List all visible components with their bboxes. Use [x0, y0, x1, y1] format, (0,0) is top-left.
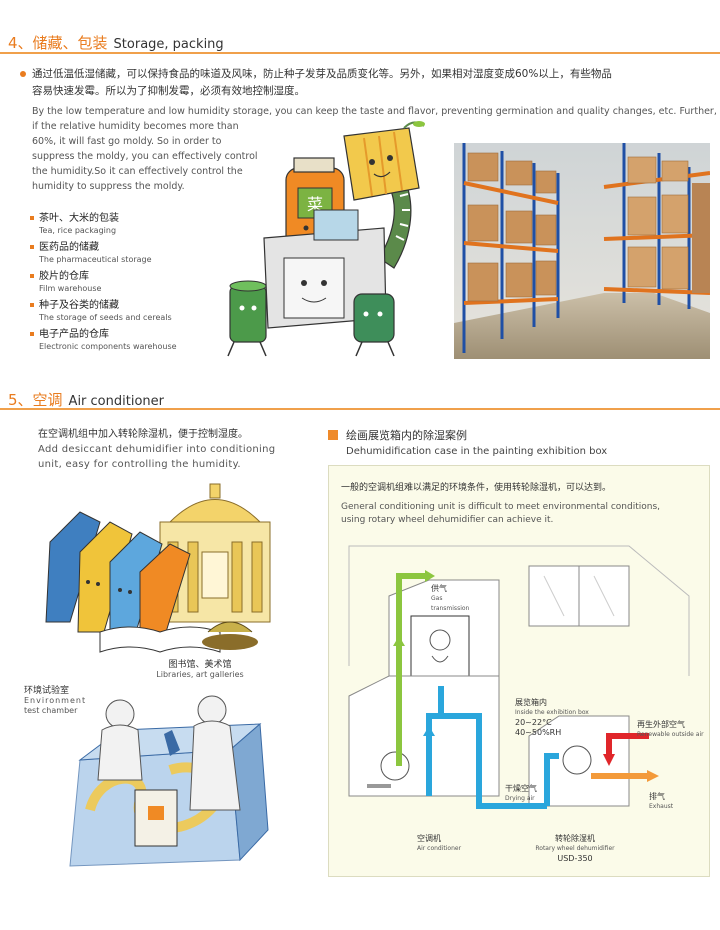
- dry-air-label-cn: 干燥空气: [505, 784, 537, 793]
- diagram-desc-en-2: using rotary wheel dehumidifier can achi…: [341, 515, 554, 525]
- ac-label-en: Air conditioner: [417, 845, 462, 852]
- intro-en-line-4: suppress the moldy, you can effectively …: [32, 151, 258, 162]
- section-4-title: 4、储藏、包装 Storage, packing: [8, 32, 224, 53]
- section-4-intro-en: By the low temperature and low humidity …: [32, 104, 717, 194]
- wheel-label-en: Rotary wheel dehumidifier: [535, 845, 615, 852]
- case-heading-en: Dehumidification case in the painting ex…: [346, 446, 608, 457]
- warehouse-photo-image: [454, 143, 710, 359]
- list-item: 电子产品的仓库 Electronic components warehouse: [30, 328, 177, 352]
- dry-air-label-en: Drying air: [505, 795, 535, 802]
- intro-en-line-2: if the relative humidity becomes more th…: [32, 121, 239, 132]
- library-caption-cn: 图书馆、美术馆: [168, 660, 232, 670]
- section-5-title: 5、空调 Air conditioner: [8, 389, 164, 410]
- supply-label-cn: 供气: [431, 584, 447, 593]
- list-item-cn: 茶叶、大米的包装: [39, 213, 119, 224]
- env-caption-cn: 环境试验室: [24, 686, 70, 696]
- window: [528, 565, 630, 627]
- intro-cn-line-1: 通过低温低湿储藏，可以保持食品的味道及风味，防止种子发芽及品质变化等。另外，如果…: [32, 68, 612, 80]
- intro-cn-line-2: 容易快速发霉。所以为了抑制发霉，必须有效地控制湿度。: [32, 85, 305, 97]
- jar-label: 菜: [307, 195, 323, 214]
- intro-en-line-3: 60%, it will fast go moldy. So in order …: [32, 136, 222, 147]
- regen-label: 再生外部空气 Renewable outside air: [637, 720, 709, 740]
- storage-illustration: 菜: [227, 121, 425, 357]
- library-illustration: [45, 483, 271, 653]
- left-en-1: Add desiccant dehumidifier into conditio…: [38, 444, 276, 455]
- left-cn: 在空调机组中加入转轮除湿机，便于控制湿度。: [38, 429, 248, 440]
- box-label-cn: 展览箱内: [515, 698, 547, 707]
- env-caption: 环境试验室 Environment test chamber: [24, 686, 104, 716]
- list-item: 胶片的仓库 Film warehouse: [30, 270, 101, 294]
- diagram-desc-en-1: General conditioning unit is difficult t…: [341, 502, 661, 512]
- box-temp: 20~22°C: [515, 718, 552, 727]
- env-caption-en-2: test chamber: [24, 706, 78, 715]
- intro-en-line-6: humidity to suppress the moldy.: [32, 181, 185, 192]
- section-4-intro-cn: 通过低温低湿储藏，可以保持食品的味道及风味，防止种子发芽及品质变化等。另外，如果…: [20, 66, 710, 100]
- section-4-rule: [0, 52, 720, 54]
- ac-label-cn: 空调机: [417, 834, 441, 843]
- warehouse-photo: [454, 143, 710, 359]
- dry-air-label: 干燥空气 Drying air: [505, 784, 555, 804]
- section-5-title-en: Air conditioner: [68, 394, 164, 409]
- library-caption: 图书馆、美术馆 Libraries, art galleries: [140, 660, 260, 680]
- list-item: 种子及谷类的储藏 The storage of seeds and cereal…: [30, 299, 172, 323]
- wheel-model: USD-350: [557, 854, 593, 863]
- box-rh: 40~50%RH: [515, 728, 562, 737]
- exhaust-label-en: Exhaust: [649, 803, 674, 810]
- section-5-header: 5、空调 Air conditioner: [0, 389, 720, 429]
- supply-label: 供气 Gas transmission: [431, 584, 481, 614]
- section-5-title-cn: 5、空调: [8, 391, 63, 409]
- left-en-2: unit, easy for controlling the humidity.: [38, 459, 241, 470]
- dehumidification-diagram: 一般的空调机组难以满足的环境条件，使用转轮除湿机，可以达到。 General c…: [328, 465, 710, 877]
- list-item-en: Electronic components warehouse: [39, 342, 177, 351]
- list-item-en: Tea, rice packaging: [39, 226, 117, 235]
- section-4-title-en: Storage, packing: [113, 37, 224, 52]
- intro-en-line-5: the humidity.So it can effectively contr…: [32, 166, 243, 177]
- list-item-en: Film warehouse: [39, 284, 102, 293]
- list-item-cn: 胶片的仓库: [39, 271, 89, 282]
- box-label-en: Inside the exhibition box: [515, 709, 589, 716]
- bullet-icon: [20, 71, 26, 77]
- list-item: 医药品的储藏 The pharmaceutical storage: [30, 241, 152, 265]
- exhaust-label: 排气 Exhaust: [649, 792, 699, 812]
- section-5-left-text: 在空调机组中加入转轮除湿机，便于控制湿度。 Add desiccant dehu…: [38, 427, 328, 472]
- list-item-cn: 种子及谷类的储藏: [39, 300, 119, 311]
- case-heading-cn: 绘画展览箱内的除湿案例: [346, 429, 467, 442]
- list-item: 茶叶、大米的包装 Tea, rice packaging: [30, 212, 119, 236]
- square-bullet-icon: [30, 274, 34, 278]
- airflow-diagram: [348, 545, 690, 809]
- ac-label: 空调机 Air conditioner: [417, 834, 477, 854]
- orange-square-icon: [328, 430, 338, 440]
- list-item-en: The pharmaceutical storage: [39, 255, 152, 264]
- square-bullet-icon: [30, 303, 34, 307]
- section-5-rule: [0, 408, 720, 410]
- supply-label-en: Gas transmission: [431, 595, 470, 612]
- regen-label-en: Renewable outside air: [637, 731, 704, 738]
- wheel-label: 转轮除湿机 Rotary wheel dehumidifier USD-350: [525, 834, 625, 864]
- list-item-en: The storage of seeds and cereals: [39, 313, 172, 322]
- case-heading: 绘画展览箱内的除湿案例 Dehumidification case in the…: [328, 428, 708, 460]
- library-caption-en: Libraries, art galleries: [156, 670, 244, 679]
- env-caption-en-1: Environment: [24, 696, 87, 705]
- square-bullet-icon: [30, 216, 34, 220]
- test-chamber-illustration: [69, 695, 269, 867]
- section-4-header: 4、储藏、包装 Storage, packing: [0, 32, 720, 72]
- list-item-cn: 医药品的储藏: [39, 242, 99, 253]
- diagram-desc-cn: 一般的空调机组难以满足的环境条件，使用转轮除湿机，可以达到。: [341, 483, 612, 493]
- box-label: 展览箱内 Inside the exhibition box 20~22°C 4…: [515, 698, 595, 738]
- diagram-description: 一般的空调机组难以满足的环境条件，使用转轮除湿机，可以达到。 General c…: [341, 482, 701, 527]
- list-item-cn: 电子产品的仓库: [39, 329, 109, 340]
- regen-label-cn: 再生外部空气: [637, 720, 685, 729]
- intro-en-line-1: By the low temperature and low humidity …: [32, 106, 717, 117]
- square-bullet-icon: [30, 245, 34, 249]
- exhaust-label-cn: 排气: [649, 792, 665, 801]
- square-bullet-icon: [30, 332, 34, 336]
- section-4-title-cn: 4、储藏、包装: [8, 34, 108, 52]
- wheel-label-cn: 转轮除湿机: [555, 834, 595, 843]
